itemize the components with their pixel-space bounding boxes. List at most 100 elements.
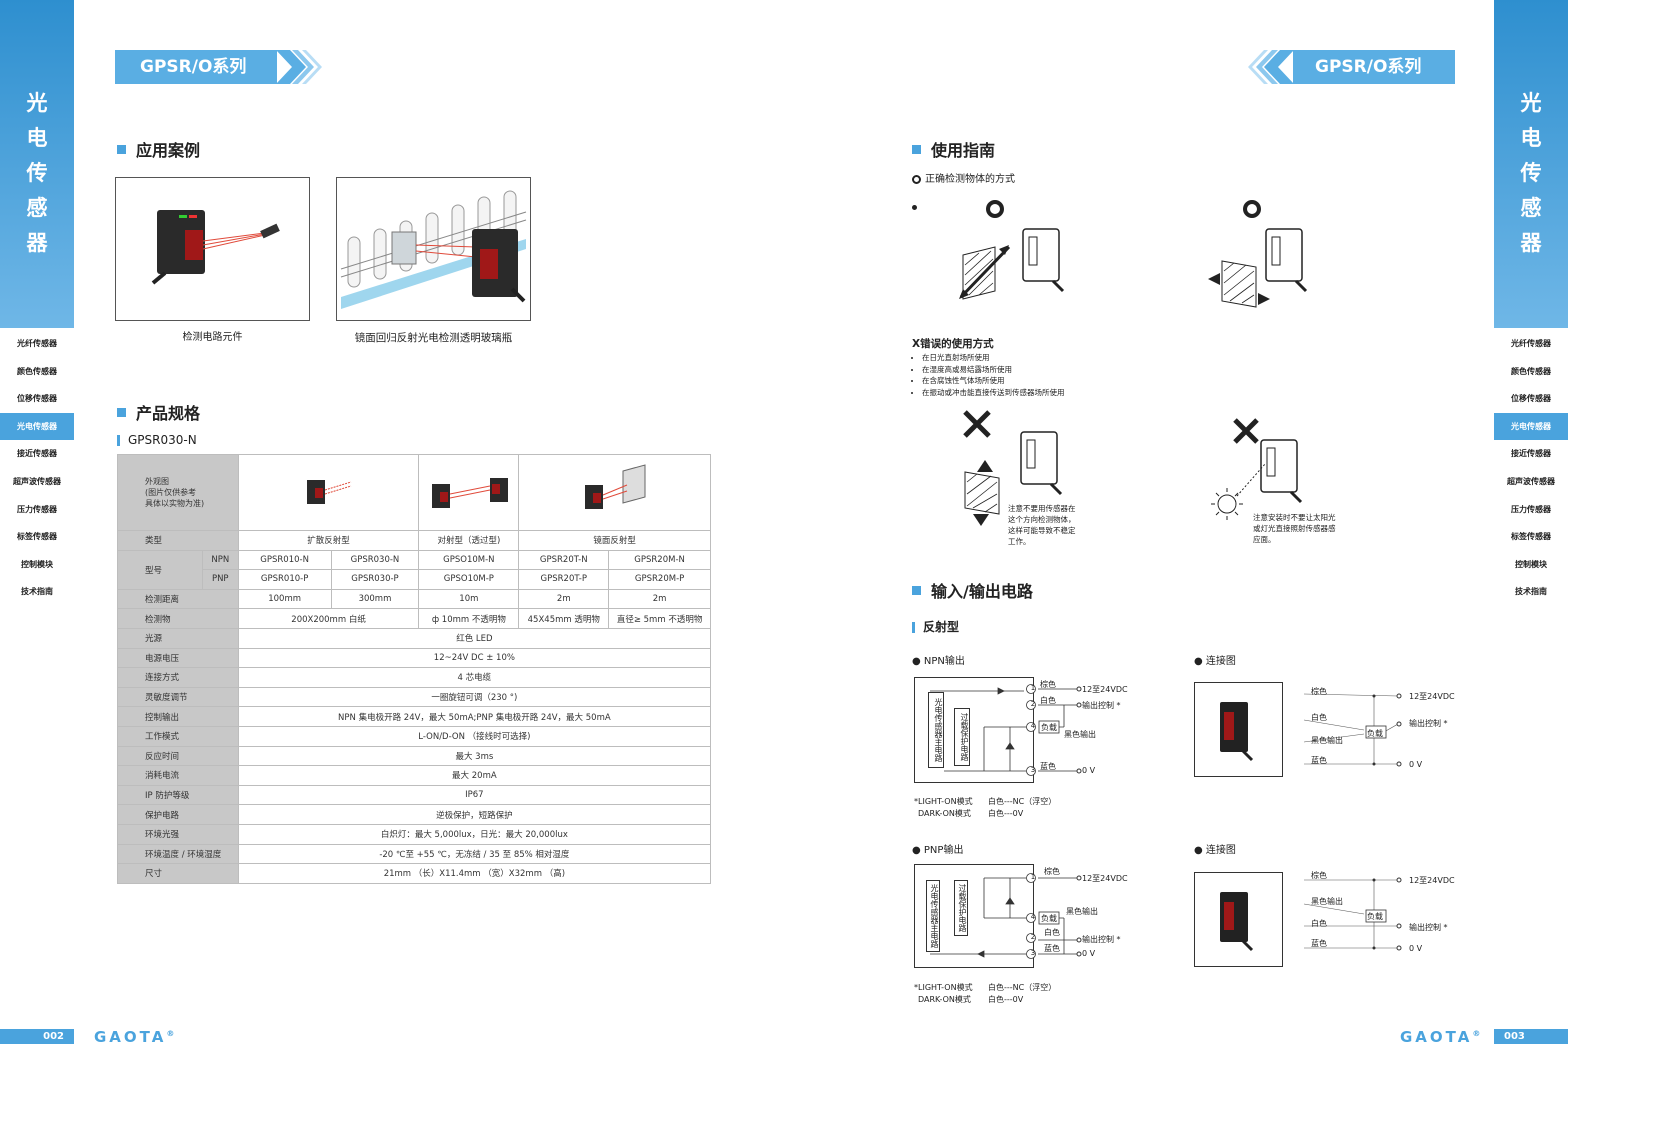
rail-title-char: 光 bbox=[26, 91, 48, 115]
spec-label: 电源电压 bbox=[117, 647, 239, 669]
model-cell: GPSR010-N bbox=[237, 549, 332, 571]
type-through-beam: 对射型（透过型) bbox=[418, 530, 520, 551]
pnp-white-label: 白色 bbox=[1044, 928, 1060, 937]
spec-row-object: 检测物 200X200mm 白纸 ф 10mm 不透明物 45X45mm 透明物… bbox=[117, 608, 711, 629]
section-marker bbox=[117, 408, 126, 417]
pnp-circuit-lines bbox=[930, 873, 1082, 959]
wiring-white-label: 白色 bbox=[1311, 713, 1327, 722]
nav-item-pressure[interactable]: 压力传感器 bbox=[1511, 504, 1551, 514]
nav-item-photoelectric[interactable]: 光电传感器 bbox=[1494, 412, 1568, 441]
pnp-brown-label: 棕色 bbox=[1044, 867, 1060, 876]
circle-icon bbox=[912, 174, 921, 184]
npn-main-circuit: 光电传感器主电路 bbox=[928, 692, 944, 768]
nav-item-tech[interactable]: 技术指南 bbox=[1515, 587, 1547, 597]
wiring-white-label: 白色 bbox=[1311, 919, 1327, 928]
wrong-bullet-list: 在日光直射场所使用 在湿度高或易结露场所使用 在含腐蚀性气体场所使用 在振动或冲… bbox=[922, 352, 1065, 398]
wiring-black-label: 黑色输出 bbox=[1311, 897, 1343, 906]
spec-label: 消耗电流 bbox=[117, 765, 239, 786]
spec-label: 反应时间 bbox=[117, 745, 239, 767]
object-cell: 直径≥ 5mm 不透明物 bbox=[608, 608, 711, 629]
nav-item-ultrasonic[interactable]: 超声波传感器 bbox=[1507, 476, 1555, 486]
nav-item-color[interactable]: 颜色传感器 bbox=[1511, 366, 1551, 376]
ok-circle-icon bbox=[1243, 200, 1261, 218]
nav-item-tech[interactable]: 技术指南 bbox=[21, 587, 53, 597]
chevron-right-icon bbox=[276, 50, 322, 84]
npn-zero-terminal: 0 V bbox=[1082, 766, 1096, 775]
npn-wiring-box bbox=[1194, 682, 1283, 777]
case-caption-1: 检测电路元件 bbox=[182, 332, 243, 343]
spec-value: L-ON/D-ON （接线时可选择) bbox=[237, 725, 712, 747]
object-cell: 200X200mm 白纸 bbox=[237, 608, 420, 629]
pnp-load-label: 负载 bbox=[1041, 914, 1057, 923]
model-cell: GPSR20T-P bbox=[518, 569, 610, 590]
pnp-pin-2: 2 bbox=[1030, 933, 1036, 941]
nav-item-displacement[interactable]: 位移传感器 bbox=[1511, 394, 1551, 404]
wiring-zero-terminal: 0 V bbox=[1409, 944, 1423, 953]
distance-cell: 2m bbox=[608, 588, 711, 610]
brand-text: GAOTA bbox=[94, 1028, 167, 1046]
spec-row-type: 类型 扩散反射型 对射型（透过型) 镜面反射型 bbox=[117, 530, 711, 551]
nav-item-proximity[interactable]: 接近传感器 bbox=[1511, 449, 1551, 459]
pnp-wiring-lines bbox=[1220, 877, 1402, 952]
npn-blue-label: 蓝色 bbox=[1040, 762, 1056, 771]
case-image-circuit-component bbox=[115, 177, 310, 321]
model-cell: GPSR030-P bbox=[330, 569, 420, 590]
appearance-label-line: 外观图 bbox=[145, 477, 169, 486]
nav-item-control[interactable]: 控制模块 bbox=[21, 559, 53, 569]
nav-item-photoelectric[interactable]: 光电传感器 bbox=[0, 412, 74, 441]
wrong-bullet: 在日光直射场所使用 bbox=[922, 352, 1065, 364]
model-cell: GPSR030-N bbox=[330, 549, 420, 571]
nav-item-ultrasonic[interactable]: 超声波传感器 bbox=[13, 476, 61, 486]
bullet-dot bbox=[912, 205, 917, 210]
nav-item-fiber[interactable]: 光纤传感器 bbox=[1511, 339, 1551, 348]
pnp-heading: ● PNP输出 bbox=[912, 845, 964, 856]
wiring-ctrl-terminal: 输出控制 * bbox=[1409, 719, 1448, 728]
wiring-load-label: 负载 bbox=[1367, 912, 1383, 921]
spec-row-appearance: 外观图 (图片仅供参考 具体以实物为准) bbox=[117, 454, 711, 531]
case-caption-2: 镜面回归反射光电检测透明玻璃瓶 bbox=[354, 332, 513, 344]
npn-heading: ● NPN输出 bbox=[912, 656, 965, 667]
appearance-label-line: 具体以实物为准) bbox=[145, 499, 205, 508]
nav-item-displacement[interactable]: 位移传感器 bbox=[17, 394, 57, 404]
wrong-note-2: 注意安装时不要让太阳光 或灯光直接照射传感器感 应面。 bbox=[1253, 512, 1336, 545]
model-heading: GPSR030-N bbox=[117, 433, 197, 447]
nav-item-proximity[interactable]: 接近传感器 bbox=[17, 449, 57, 459]
page-number-right: 003 bbox=[1494, 1029, 1568, 1044]
cross-icon bbox=[1233, 418, 1259, 444]
retro-sensor-image bbox=[584, 464, 646, 509]
pnp-wiring-box bbox=[1194, 872, 1283, 967]
application-title-text: 应用案例 bbox=[136, 141, 201, 160]
rail-vertical-title: 光 电 传 感 器 bbox=[1494, 86, 1568, 261]
registered-mark: ® bbox=[166, 1029, 175, 1038]
rail-title-char: 电 bbox=[26, 126, 48, 150]
spec-value: 逆极保护，短路保护 bbox=[237, 804, 712, 825]
nav-item-label[interactable]: 标签传感器 bbox=[17, 532, 57, 542]
wiring-blue-label: 蓝色 bbox=[1311, 756, 1327, 765]
distance-cell: 10m bbox=[418, 588, 520, 610]
wrong-note-1: 注意不要用传感器在 这个方向检测物体， 这样可能导致不稳定 工作。 bbox=[1008, 503, 1076, 547]
spec-row-common: 环境光强白炽灯：最大 5,000lux，日光：最大 20,000lux bbox=[117, 823, 712, 845]
pnp-black-label: 黑色输出 bbox=[1066, 907, 1098, 916]
wiring-heading-pnp: ● 连接图 bbox=[1194, 845, 1236, 856]
io-section-title: 输入/输出电路 bbox=[912, 578, 1033, 602]
appearance-through-beam bbox=[418, 454, 520, 531]
nav-item-label[interactable]: 标签传感器 bbox=[1511, 532, 1551, 542]
nav-item-pressure[interactable]: 压力传感器 bbox=[17, 504, 57, 514]
nav-item-fiber[interactable]: 光纤传感器 bbox=[17, 339, 57, 348]
rail-title-char: 传 bbox=[26, 161, 48, 185]
right-side-rail: 光 电 传 感 器 光纤传感器 颜色传感器 位移传感器 光电传感器 接近传感器 … bbox=[1494, 0, 1568, 1068]
npn-black-label: 黑色输出 bbox=[1064, 730, 1096, 739]
npn-pin-2: 2 bbox=[1030, 700, 1036, 708]
npn-pin-4: 4 bbox=[1030, 722, 1036, 730]
rail-title-char: 光 bbox=[1520, 91, 1542, 115]
registered-mark: ® bbox=[1472, 1029, 1481, 1038]
spec-value: NPN 集电极开路 24V，最大 50mA;PNP 集电极开路 24V，最大 5… bbox=[237, 706, 712, 727]
wiring-black-label: 黑色输出 bbox=[1311, 736, 1343, 745]
spec-label: 连接方式 bbox=[117, 667, 239, 688]
spec-row-common: 保护电路逆极保护，短路保护 bbox=[117, 804, 712, 825]
nav-item-control[interactable]: 控制模块 bbox=[1515, 559, 1547, 569]
nav-item-color[interactable]: 颜色传感器 bbox=[17, 366, 57, 376]
